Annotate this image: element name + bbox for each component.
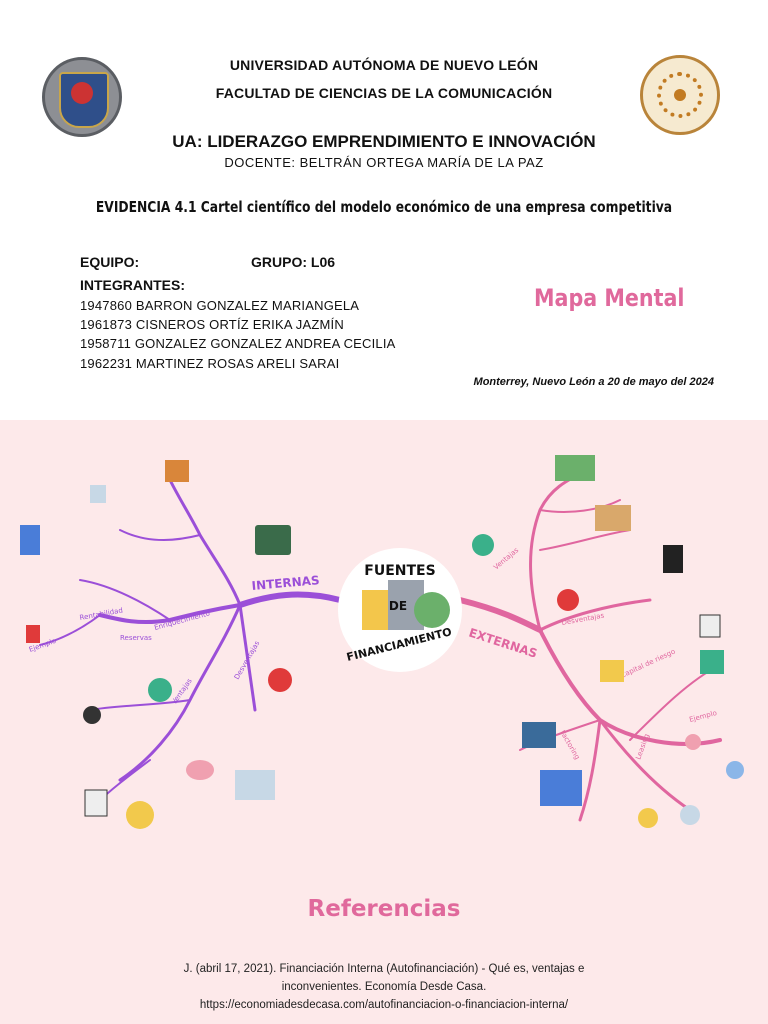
externas-label: EXTERNAS — [467, 626, 539, 661]
building-icon — [540, 770, 582, 806]
piggy-bank-icon — [186, 760, 214, 780]
reference-citation: J. (abril 17, 2021). Financiación Intern… — [120, 960, 648, 1014]
assignment-title: EVIDENCIA 4.1 Cartel científico del mode… — [95, 198, 673, 216]
right-sub-label: Factoring — [558, 729, 581, 761]
checklist-icon — [699, 614, 721, 638]
moneybag-small-icon — [685, 734, 701, 750]
handshake-icon — [522, 722, 556, 748]
equipo-label: EQUIPO: — [80, 254, 140, 270]
right-icons — [472, 455, 744, 828]
member-4: 1962231 MARTINEZ ROSAS ARELI SARAI — [80, 356, 340, 371]
people-icon — [235, 770, 275, 800]
dislike-icon — [268, 668, 292, 692]
chart-down-icon — [26, 625, 40, 643]
center-money-icon — [414, 592, 450, 628]
integrantes-label: INTEGRANTES: — [80, 277, 185, 293]
university-seal-icon — [42, 57, 122, 137]
growth-chart-icon — [700, 650, 724, 674]
citation-line-2: inconvenientes. Economía Desde Casa. — [281, 981, 487, 993]
hand-money-icon — [638, 808, 658, 828]
grupo-label: GRUPO: L06 — [251, 254, 336, 270]
store-icon — [165, 460, 189, 482]
meeting-icon — [595, 505, 631, 531]
center-building-icon — [362, 590, 392, 630]
like-icon — [148, 678, 172, 702]
citation-url[interactable]: https://economiadesdecasa.com/autofinanc… — [199, 999, 569, 1011]
right-sub-label: Ejemplo — [688, 709, 717, 724]
magnifier-icon — [680, 805, 700, 825]
university-name: UNIVERSIDAD AUTÓNOMA DE NUEVO LEÓN — [229, 57, 539, 73]
puppet-icon — [663, 545, 683, 573]
left-icons — [20, 460, 292, 829]
member-3: 1958711 GONZALEZ GONZALEZ ANDREA CECILIA — [80, 336, 396, 351]
member-1: 1947860 BARRON GONZALEZ MARIANGELA — [80, 298, 360, 313]
references-title: Referencias — [307, 896, 461, 922]
teacher-name: DOCENTE: BELTRÁN ORTEGA MARÍA DE LA PAZ — [224, 155, 544, 170]
internas-label: INTERNAS — [251, 573, 320, 593]
coins-icon — [126, 801, 154, 829]
cash-icon — [555, 455, 595, 481]
dislike-icon — [557, 589, 579, 611]
document-icon — [84, 789, 108, 817]
course-title: UA: LIDERAZGO EMPRENDIMIENTO E INNOVACIÓ… — [172, 132, 596, 151]
place-date: Monterrey, Nuevo León a 20 de mayo del 2… — [473, 376, 714, 388]
center-title-mid: DE — [389, 599, 407, 613]
faculty-seal-icon — [640, 55, 720, 135]
mind-map-diagram: FUENTES DE FINANCIAMIENTO INTERNAS EXTER… — [20, 455, 744, 829]
mapa-mental-title: Mapa Mental — [534, 284, 685, 312]
clipboard-icon — [90, 485, 106, 503]
right-sub-label: Capital de riesgo — [619, 648, 676, 680]
citation-line-1: J. (abril 17, 2021). Financiación Intern… — [183, 963, 585, 975]
center-title-top: FUENTES — [364, 563, 435, 579]
gears-icon — [726, 761, 744, 779]
right-sub-label: Ventajas — [492, 546, 520, 572]
mindmap-section — [0, 420, 768, 1024]
left-sub-label: Reservas — [120, 634, 152, 642]
like-icon — [472, 534, 494, 556]
right-branch-lines — [457, 468, 722, 822]
network-icon — [83, 706, 101, 724]
money-bag-icon — [255, 525, 291, 555]
left-branch-lines — [39, 478, 343, 806]
technology-icon — [20, 525, 40, 555]
member-2: 1961873 CISNEROS ORTÍZ ERIKA JAZMÍN — [80, 317, 344, 332]
header-section — [0, 0, 768, 420]
risk-icon — [600, 660, 624, 682]
faculty-name: FACULTAD DE CIENCIAS DE LA COMUNICACIÓN — [215, 85, 553, 101]
